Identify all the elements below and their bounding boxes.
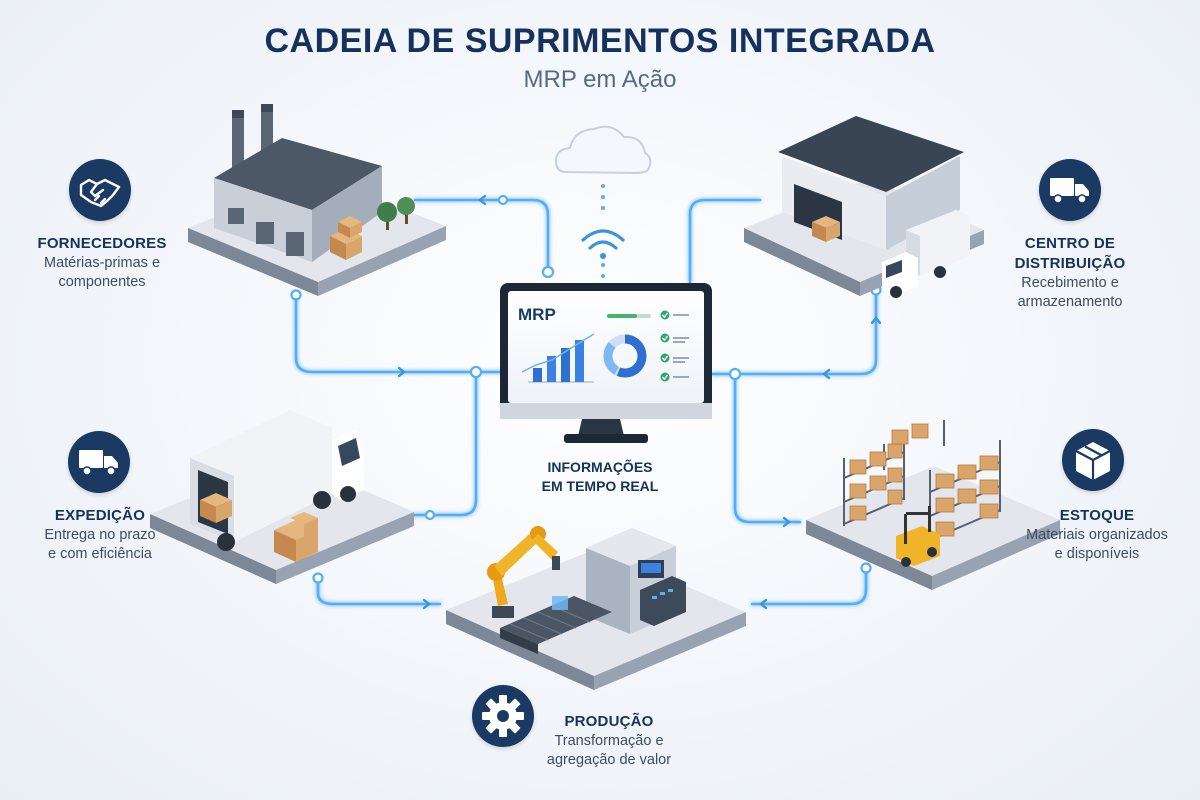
mrp-bar-chart: [521, 333, 595, 383]
factory-illustration: [188, 104, 446, 296]
delivery-truck-illustration: [150, 410, 414, 584]
warehouse-shelves-illustration: [806, 420, 1060, 590]
expedicao-label: EXPEDIÇÃO Entrega no prazo e com eficiên…: [20, 506, 180, 564]
mrp-donut-chart: [603, 334, 647, 378]
realtime-info-label: INFORMAÇÕES EM TEMPO REAL: [520, 458, 680, 496]
mrp-monitor: MRP: [500, 283, 712, 443]
estoque-label: ESTOQUE Materiais organizados e disponív…: [1014, 506, 1180, 564]
producao-line2: agregação de valor: [546, 752, 672, 768]
box-icon: [1075, 442, 1111, 480]
gear-icon: [482, 695, 524, 737]
page-subtitle: MRP em Ação: [523, 66, 677, 93]
estoque-line2: e disponíveis: [1054, 546, 1140, 562]
handshake-icon: [79, 178, 121, 208]
producao-label: PRODUÇÃO Transformação e agregação de va…: [534, 712, 684, 770]
realtime-line2: EM TEMPO REAL: [541, 478, 659, 494]
truck-icon: [79, 450, 118, 476]
estoque-line1: Materiais organizados: [1026, 527, 1168, 543]
distribuicao-line1: Recebimento e: [1021, 275, 1119, 291]
fornecedores-badge: [69, 159, 131, 221]
estoque-title: ESTOQUE: [1059, 507, 1135, 524]
flow-stock-to-production: [750, 566, 868, 606]
distribuicao-title-line2: DISTRIBUIÇÃO: [1014, 255, 1126, 272]
realtime-line1: INFORMAÇÕES: [547, 459, 653, 475]
flow-monitor-to-distribution: [688, 198, 762, 284]
fornecedores-line1: Matérias-primas e: [43, 255, 161, 271]
cloud-icon: [554, 125, 652, 175]
flow-expedition-to-production: [316, 576, 442, 606]
flow-lines: [294, 198, 878, 606]
mrp-screen-title: MRP: [518, 305, 556, 324]
producao-title: PRODUÇÃO: [564, 713, 654, 730]
page-title: CADEIA DE SUPRIMENTOS INTEGRADA: [264, 22, 936, 60]
flow-left-loop-to-expedition: [410, 370, 478, 517]
flow-right-loop-to-stock: [733, 372, 802, 524]
fornecedores-title: FORNECEDORES: [37, 235, 167, 252]
producao-line1: Transformação e: [554, 733, 664, 749]
expedicao-title: EXPEDIÇÃO: [54, 507, 146, 524]
flow-distribution-to-right-loop: [733, 288, 878, 376]
wifi-icon: [581, 229, 625, 259]
production-line-illustration: [446, 526, 746, 690]
truck-icon: [1050, 178, 1089, 204]
expedicao-line1: Entrega no prazo: [44, 527, 156, 543]
distribuicao-title-line1: CENTRO DE: [1024, 235, 1116, 252]
cloud-link-dots: [601, 184, 605, 278]
flow-monitor-to-supplier: [413, 198, 550, 274]
mrp-checklist: [660, 310, 689, 382]
distribuicao-line2: armazenamento: [1017, 294, 1123, 310]
flow-arrows: [397, 194, 882, 610]
flow-supplier-to-left-loop: [294, 293, 478, 374]
fornecedores-line2: componentes: [58, 274, 146, 290]
distribuicao-label: CENTRO DE DISTRIBUIÇÃO Recebimento e arm…: [990, 234, 1150, 312]
warehouse-illustration: [744, 116, 984, 298]
fornecedores-label: FORNECEDORES Matérias-primas e component…: [22, 234, 182, 292]
expedicao-line2: e com eficiência: [48, 546, 152, 562]
